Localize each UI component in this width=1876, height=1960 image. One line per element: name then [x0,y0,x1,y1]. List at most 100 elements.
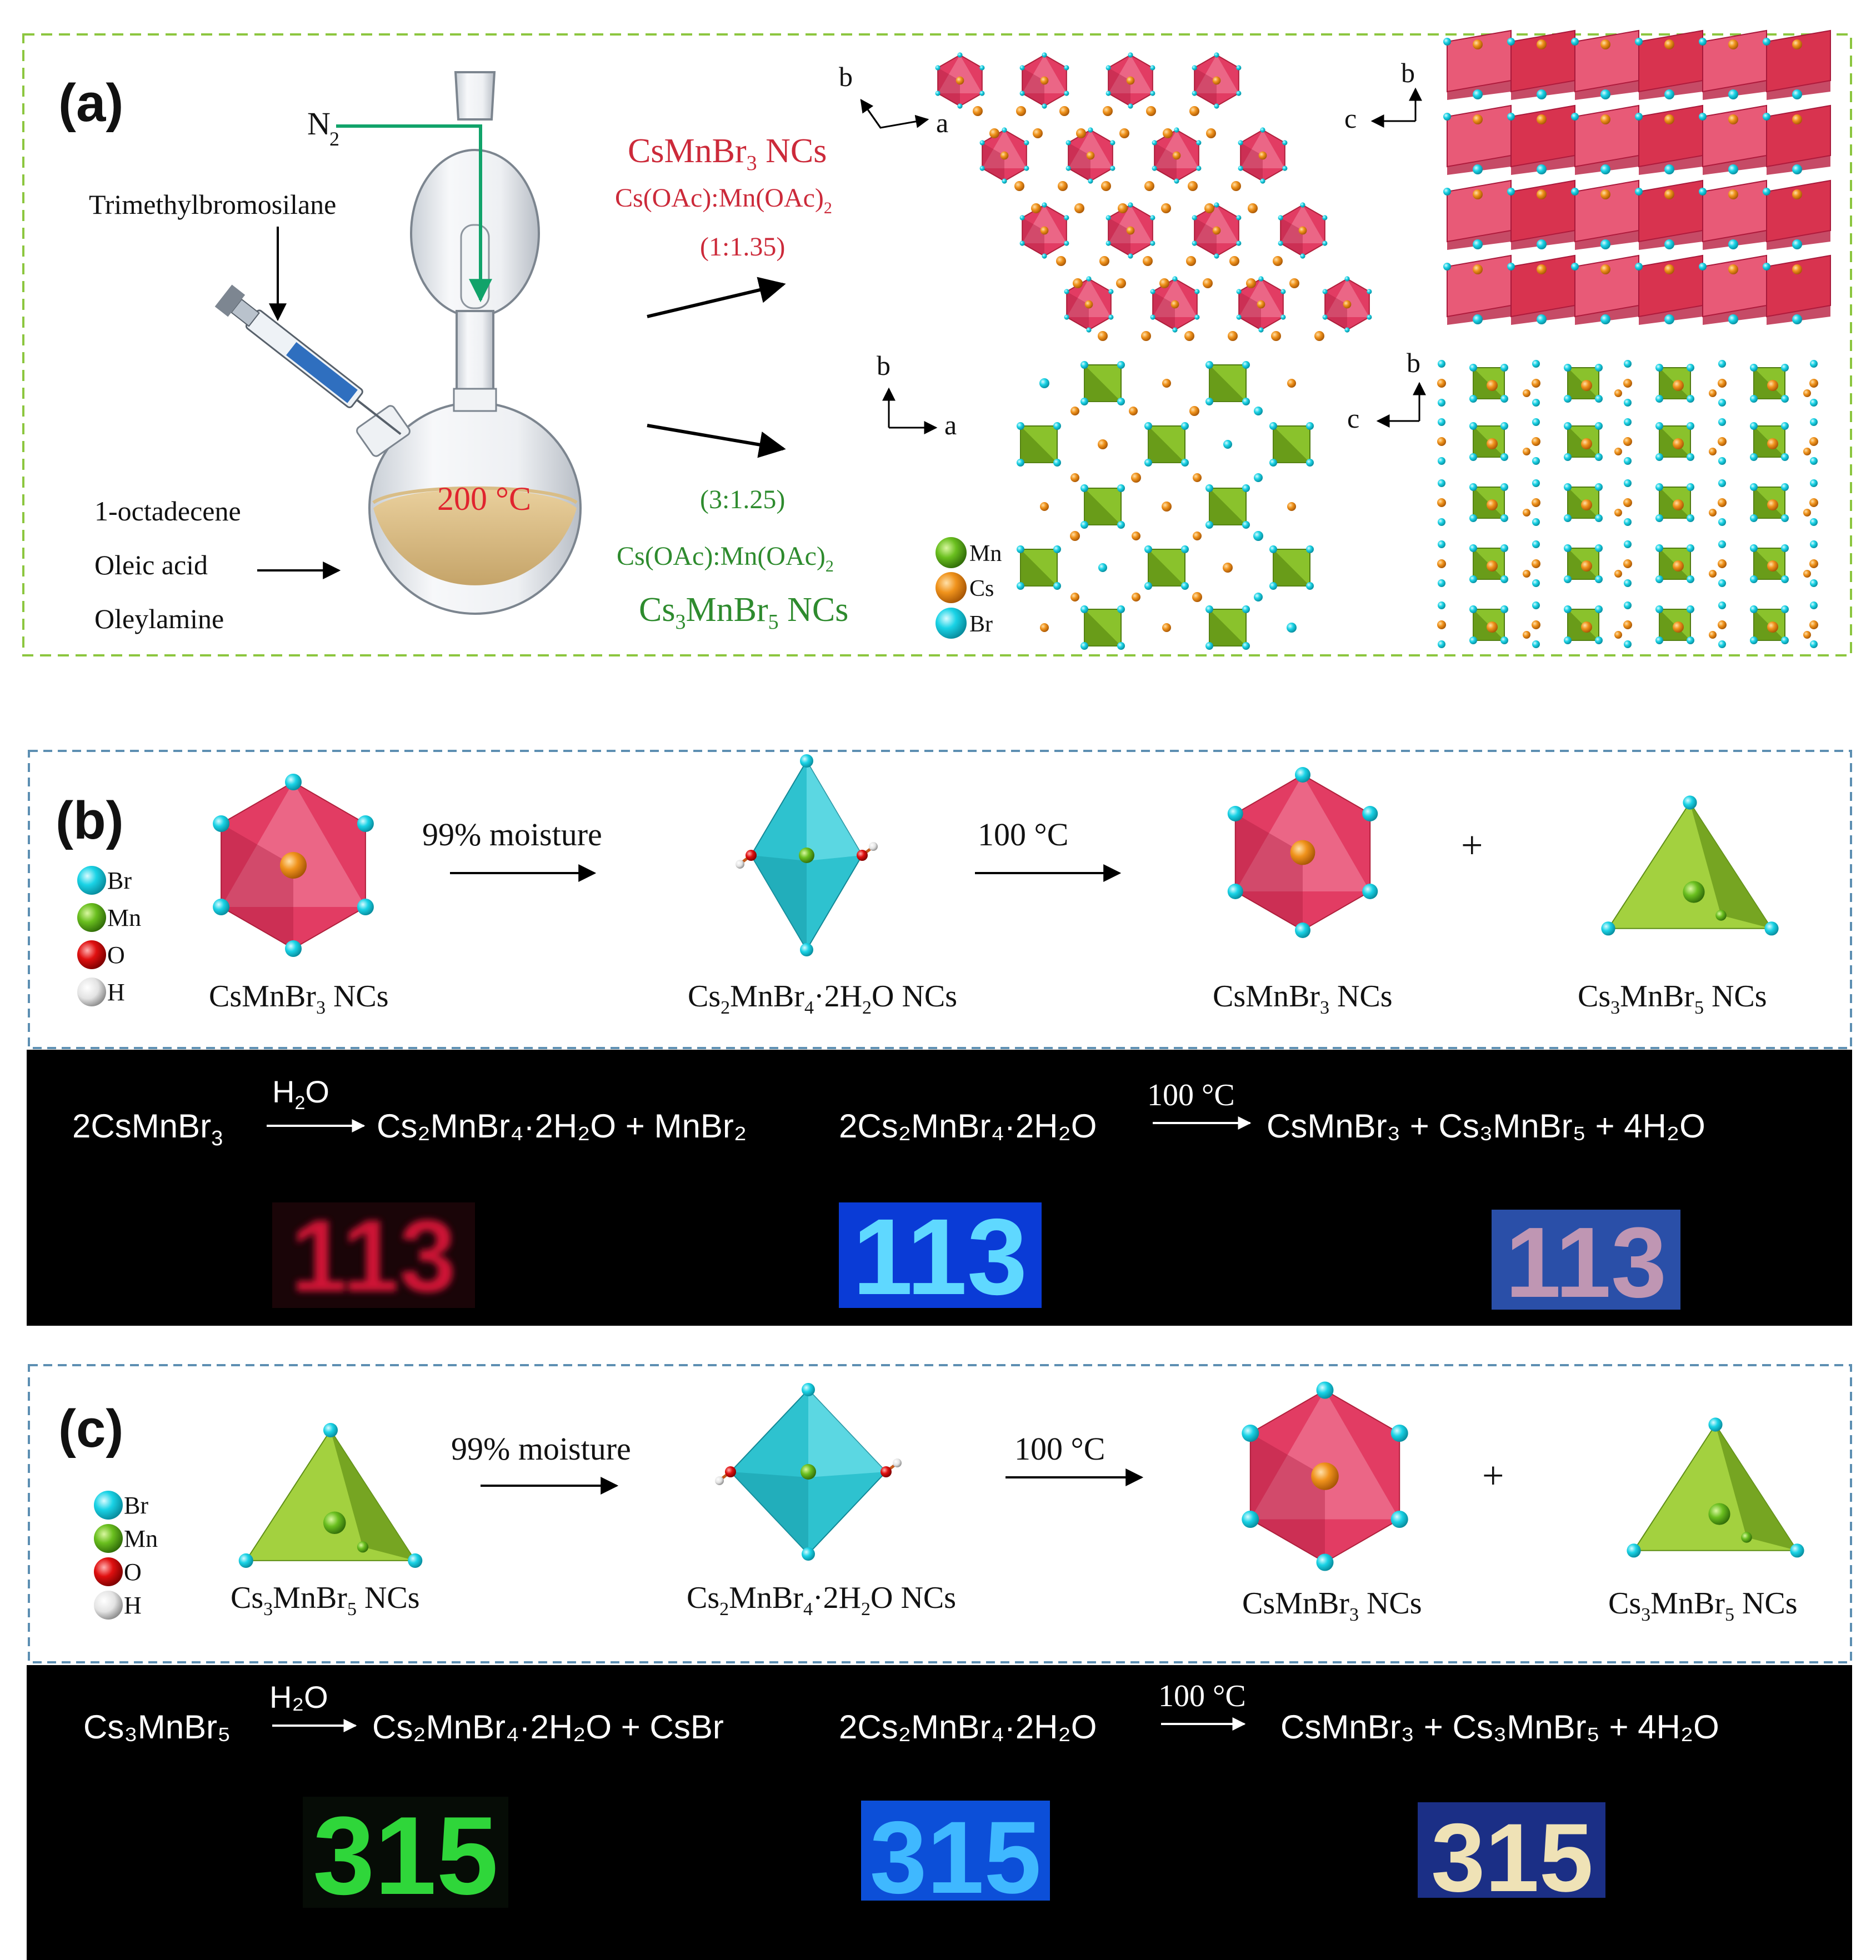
br-atom [1810,399,1818,407]
br-atom [1088,178,1093,184]
br-atom [1473,239,1483,249]
cs-atom [1809,620,1818,629]
octahedron-face [1240,130,1285,168]
svg-text:113: 113 [291,1199,456,1314]
cs-atom [1728,114,1738,124]
octahedron-face [982,130,1027,168]
br-atom [979,140,985,146]
br-atom [1792,239,1802,249]
cs-atom [1792,114,1802,124]
br-atom [1438,479,1445,487]
tetrahedron-face [1273,549,1310,586]
b-eq1-reactant: 2CsMnBr3 [72,1107,223,1150]
br-atom [1105,215,1111,220]
br-atom [1473,89,1483,99]
cs-atom [1119,128,1129,138]
o-atom [881,1466,892,1477]
octahedron-face [1153,279,1197,317]
br-atom [1172,276,1178,282]
upper-precursor: Cs(OAc):Mn(OAc)2 [615,183,832,217]
br-atom [1088,127,1093,133]
br-atom [1792,164,1802,174]
br-atom [1300,253,1305,259]
br-atom [1810,457,1818,465]
br-atom [1019,215,1025,220]
svg-text:315: 315 [1431,1804,1593,1912]
br-atom [1532,418,1540,426]
b-photo-mixed: 113 [1492,1207,1680,1319]
octahedron-face [1108,205,1153,243]
br-atom [1500,483,1508,491]
upper-ratio: (1:1.35) [700,232,785,262]
b-compound-4: Cs3MnBr5 NCs [1578,979,1767,1018]
o-atom [857,850,868,861]
cs-atom [1258,151,1267,160]
br-atom [1750,453,1758,461]
br-atom [1242,1425,1259,1442]
cs-atom [1473,189,1483,199]
br-atom [1781,636,1789,644]
cs-atom [1192,592,1202,602]
br-atom [1664,164,1674,174]
br-atom [935,91,940,96]
br-atom [1438,640,1445,648]
legend-label-h: H [124,1592,142,1619]
br-atom [1683,795,1697,810]
cs-atom [1673,499,1684,510]
br-atom [1280,289,1286,294]
cs-atom [1581,621,1592,633]
br-atom [1687,453,1694,461]
br-atom [1295,923,1310,938]
cs-atom [280,852,307,879]
b-compound-3: CsMnBr3 NCs [1213,979,1393,1018]
br-atom [1500,395,1508,403]
br-atom [1039,378,1049,388]
br-atom [1236,215,1242,220]
hydrate-octahedron-b [736,754,878,956]
o-atom [77,940,106,969]
br-atom [1532,601,1540,609]
br-atom [1242,1511,1259,1528]
br-atom [1438,601,1445,609]
tetrahedron-face [1148,549,1185,586]
octahedron-shade [1194,68,1217,106]
o-atom [94,1557,123,1586]
atom-legend-a: Mn Cs Br [936,537,1002,639]
cs-atom [1767,380,1778,391]
cs-atom [1718,559,1727,568]
br-atom [1150,91,1155,96]
cs-atom [1212,226,1221,235]
br-atom [1595,514,1603,522]
cs-atom [1537,39,1547,49]
br-atom [1438,579,1445,587]
arrow-to-csmnbr3 [647,277,786,318]
br-atom [1117,484,1125,492]
cs-atom [1473,264,1483,274]
octahedron-face [1154,130,1199,168]
mn-atom [357,1541,369,1553]
br-atom [1595,575,1603,583]
cs-atom [1537,264,1547,274]
tetrahedron-face [1273,426,1310,463]
br-atom [1627,1543,1641,1558]
br-atom [1781,453,1789,461]
br-atom [1500,364,1508,372]
br-atom [957,52,963,58]
svg-text:a: a [944,409,957,440]
br-atom [1595,422,1603,430]
br-atom [1699,263,1707,270]
br-atom [1624,579,1632,587]
cs3mnbr5-bc-projection [1437,360,1818,648]
octahedron-shade [982,143,1004,181]
br-atom [1507,188,1515,196]
panel-a-label: (a) [58,73,123,133]
br-atom [1655,483,1663,491]
cs-atom [1623,620,1632,629]
br-atom [1019,91,1025,96]
cs-atom [1767,621,1778,633]
octahedron-face [1108,55,1153,93]
br-atom [1117,605,1125,613]
cs-atom [1290,840,1315,865]
br-atom [1117,521,1125,529]
cs-atom [1767,438,1778,449]
